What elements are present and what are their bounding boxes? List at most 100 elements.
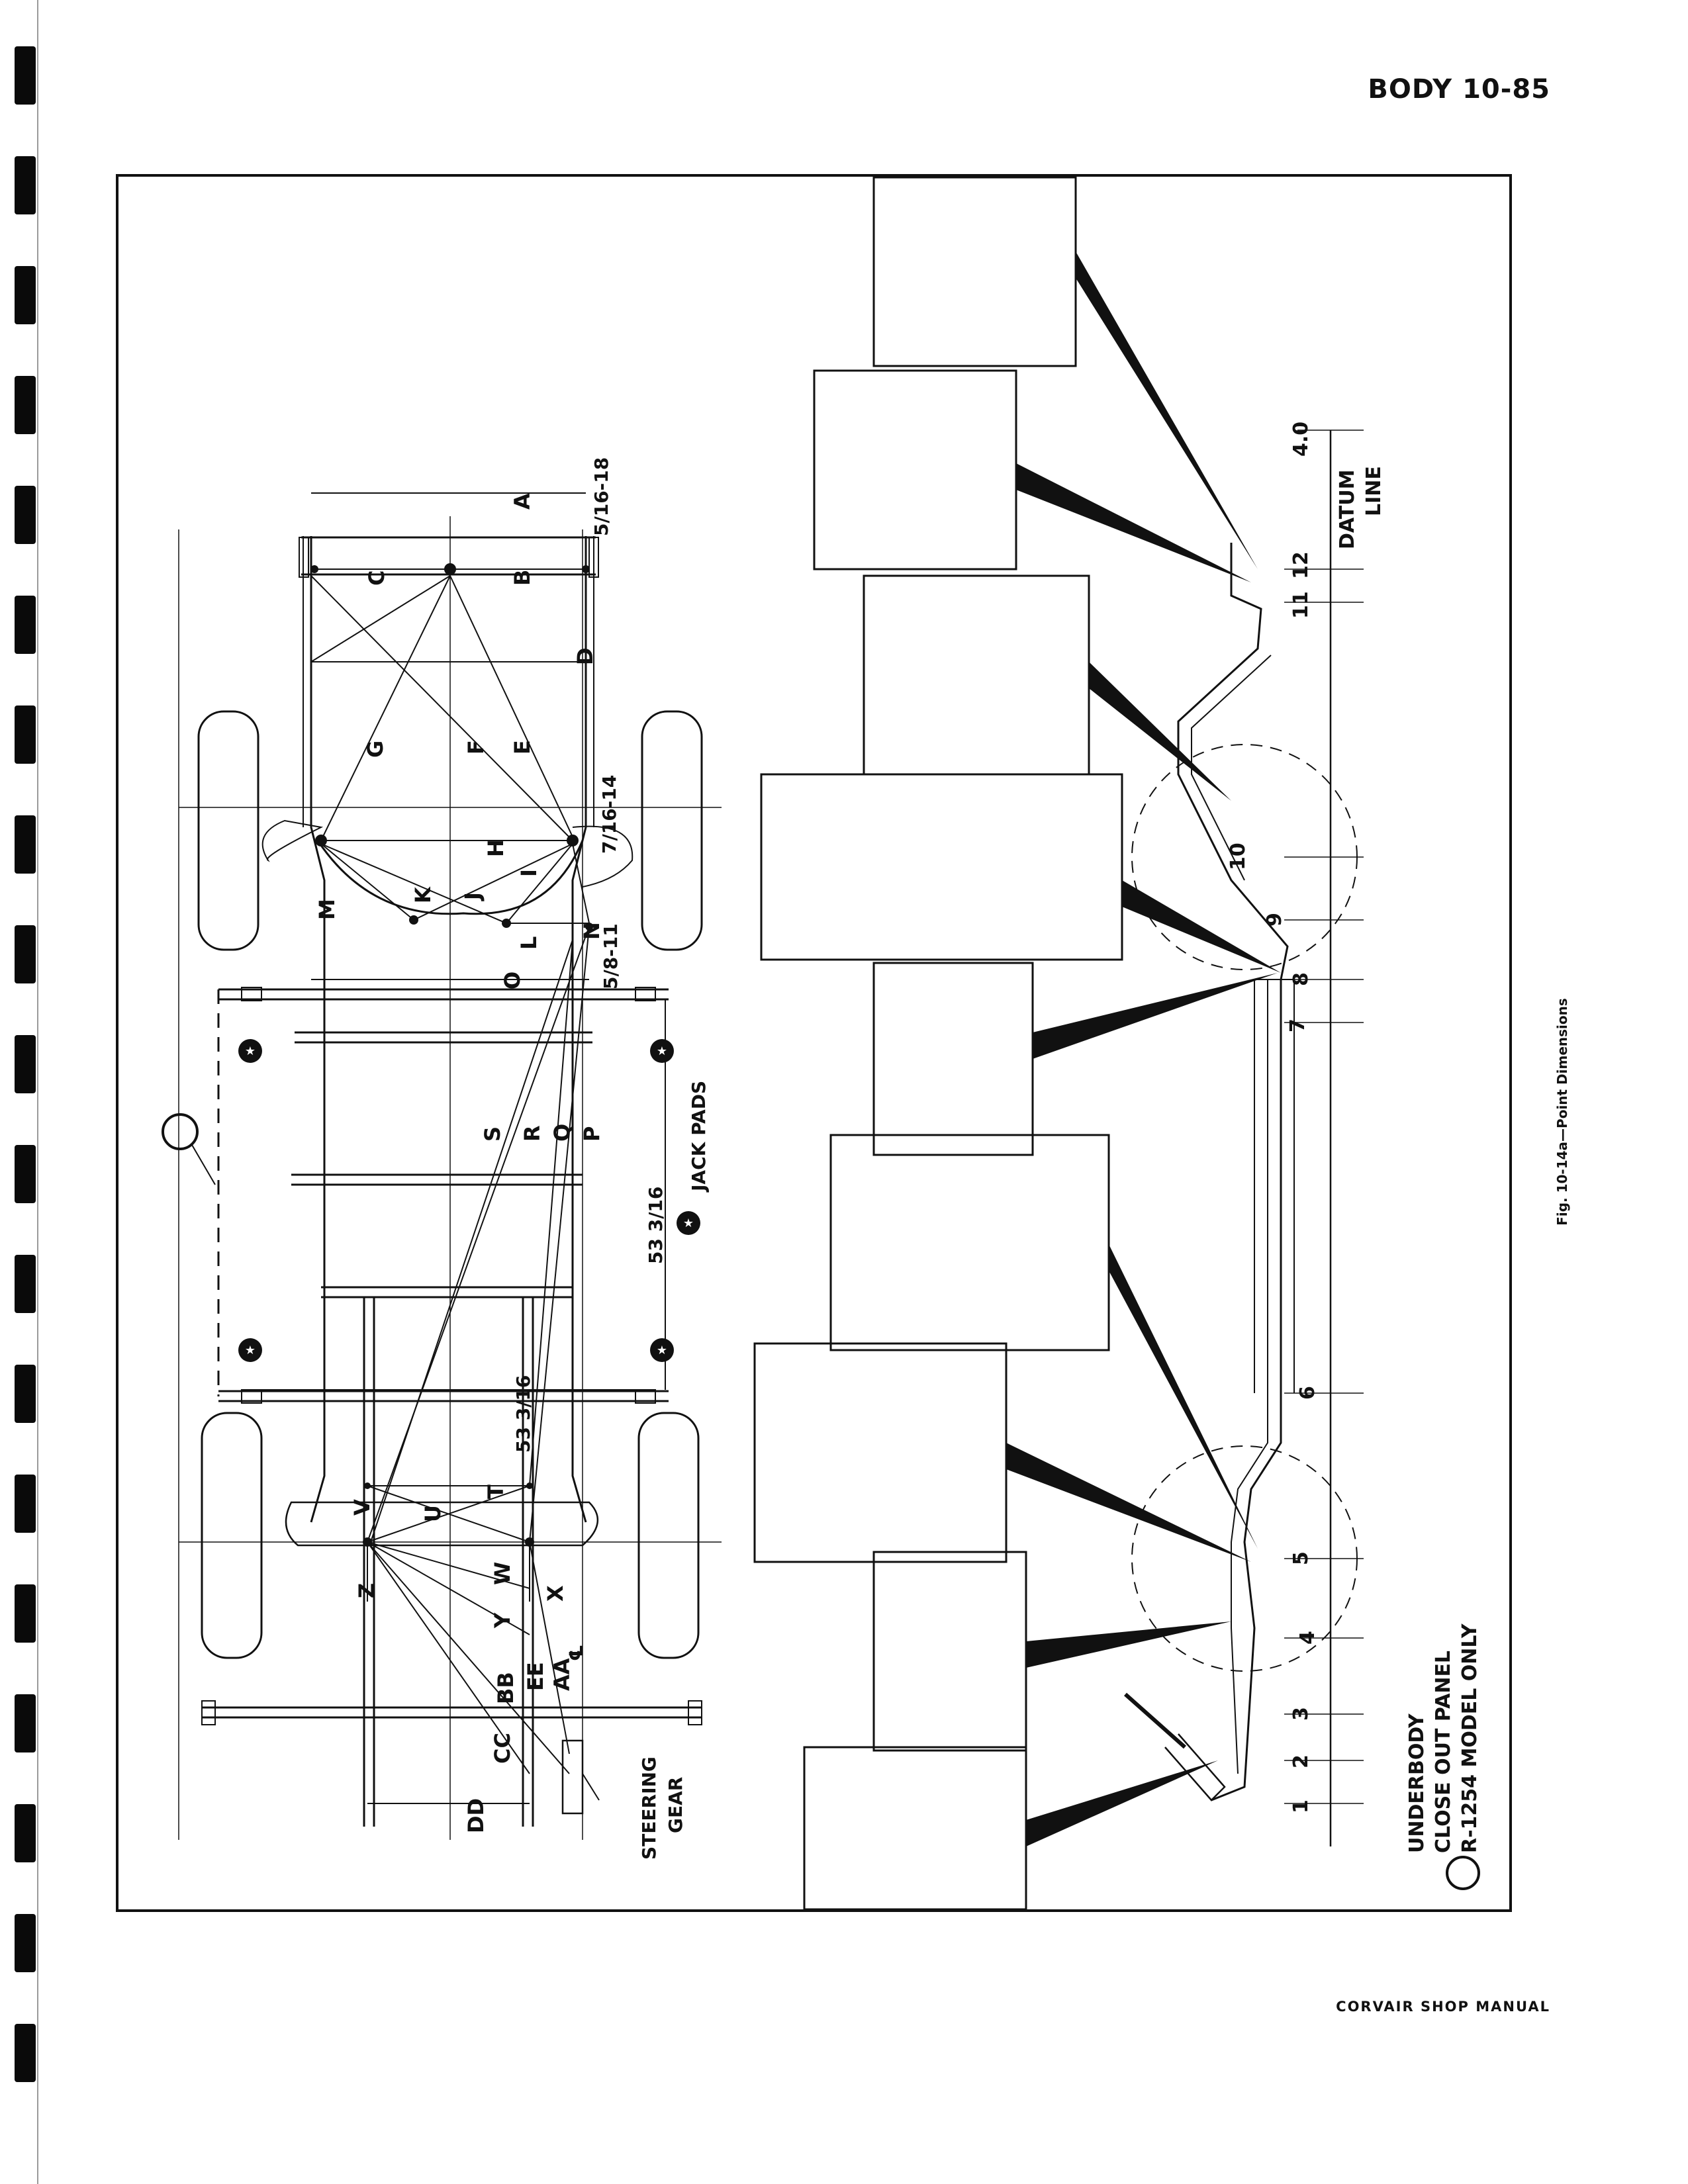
station-3: 3 bbox=[1289, 1707, 1313, 1721]
detail-inset-3 bbox=[863, 574, 1090, 776]
binder-hole bbox=[15, 815, 36, 874]
binder-hole bbox=[15, 266, 36, 324]
detail-inset-1 bbox=[872, 176, 1077, 367]
label-G: G bbox=[363, 741, 388, 758]
legend-line-2: CLOSE OUT PANEL bbox=[1432, 1651, 1455, 1853]
rear-mount-tab bbox=[688, 1700, 702, 1725]
station-7: 7 bbox=[1286, 1019, 1309, 1032]
plan-annotations: 5/16-18 7/16-14 5/8-11 53 3/16 53 3/16 ℄… bbox=[512, 457, 710, 1860]
diag-G bbox=[320, 575, 451, 841]
label-N: N bbox=[579, 922, 604, 940]
front-wheel-arc bbox=[1131, 1445, 1358, 1672]
diag-front-pan bbox=[310, 575, 451, 662]
bumper-bracket bbox=[299, 537, 309, 578]
label-V: V bbox=[350, 1499, 375, 1516]
label-E: E bbox=[510, 740, 535, 754]
detail-inset-6 bbox=[829, 1134, 1110, 1351]
label-R: R bbox=[520, 1125, 545, 1142]
station-10: 10 bbox=[1227, 842, 1250, 870]
label-K: K bbox=[410, 886, 436, 903]
binder-holes bbox=[0, 0, 60, 2184]
front-suspension-pan-outline bbox=[572, 825, 633, 887]
station-6: 6 bbox=[1296, 1386, 1319, 1400]
figure-frame bbox=[116, 174, 1512, 1912]
label-J: J bbox=[460, 892, 485, 901]
legend-line-3: R-1254 MODEL ONLY bbox=[1458, 1623, 1481, 1853]
diag-W bbox=[367, 1541, 530, 1589]
station-12: 12 bbox=[1289, 551, 1313, 579]
rear-wheel-arc bbox=[1131, 744, 1358, 970]
dim-outer-width: 53 3/16 bbox=[645, 1187, 667, 1264]
binder-hole bbox=[15, 705, 36, 764]
label-L: L bbox=[516, 936, 541, 950]
station-1: 1 bbox=[1289, 1799, 1313, 1813]
binder-hole bbox=[15, 1255, 36, 1313]
measurement-points bbox=[310, 563, 593, 1547]
diag-I bbox=[506, 843, 573, 924]
diag-M bbox=[320, 843, 507, 924]
right-frame-rail bbox=[571, 536, 587, 1523]
diag-N bbox=[572, 843, 590, 924]
detail-inset-2 bbox=[813, 369, 1017, 570]
jack-pads-label: JACK PADS bbox=[688, 1081, 710, 1193]
binder-hole bbox=[15, 1694, 36, 1752]
label-C: C bbox=[364, 570, 389, 586]
dim-inner-width: 53 3/16 bbox=[512, 1375, 534, 1453]
diag-R bbox=[529, 926, 590, 1543]
label-A: A bbox=[510, 493, 535, 510]
svg-text:★: ★ bbox=[657, 1044, 667, 1058]
label-W: W bbox=[490, 1562, 515, 1585]
plan-letter-labels: A B C D E F G H I J K L M N O P Q R S T … bbox=[314, 493, 604, 1833]
diag-E bbox=[449, 575, 577, 844]
bolt-size-lower: 5/8-11 bbox=[600, 923, 622, 989]
side-view bbox=[1124, 430, 1364, 1846]
underbody-profile-upper bbox=[1191, 655, 1272, 881]
tire-rear-left bbox=[201, 1412, 263, 1659]
detail-inset-7 bbox=[753, 1342, 1008, 1563]
underbody-profile bbox=[1177, 543, 1289, 1801]
svg-text:★: ★ bbox=[683, 1216, 694, 1230]
plan-view bbox=[178, 492, 722, 1840]
front-shock bbox=[1124, 1692, 1186, 1749]
diag-CC bbox=[367, 1541, 530, 1774]
binder-hole bbox=[15, 1145, 36, 1203]
label-T: T bbox=[483, 1484, 508, 1499]
label-S: S bbox=[480, 1126, 505, 1142]
binder-hole bbox=[15, 1584, 36, 1643]
svg-text:★: ★ bbox=[245, 1343, 256, 1357]
diag-F bbox=[310, 575, 573, 841]
leader-fans bbox=[1006, 251, 1281, 1846]
station-8: 8 bbox=[1289, 972, 1313, 986]
detail-inset-4 bbox=[760, 773, 1123, 961]
label-CC: CC bbox=[490, 1733, 515, 1764]
label-M: M bbox=[314, 899, 340, 920]
label-EE: EE bbox=[523, 1662, 548, 1691]
binder-hole bbox=[15, 2024, 36, 2082]
binder-hole bbox=[15, 376, 36, 434]
binder-hole bbox=[15, 1365, 36, 1423]
centerline-symbol: ℄ bbox=[565, 1645, 587, 1661]
station-5: 5 bbox=[1289, 1551, 1313, 1565]
label-X: X bbox=[543, 1585, 568, 1602]
bumper-bracket bbox=[588, 537, 599, 578]
diag-S bbox=[367, 926, 590, 1543]
diag-P bbox=[529, 939, 573, 1486]
bolt-size-mid: 7/16-14 bbox=[598, 775, 620, 854]
page-header: BODY 10-85 bbox=[1368, 74, 1550, 105]
binder-hole bbox=[15, 925, 36, 983]
tire-front-left bbox=[197, 710, 259, 951]
jack-pad bbox=[635, 987, 656, 1001]
left-frame-rail bbox=[310, 536, 326, 1523]
bolt-size-front: 5/16-18 bbox=[590, 457, 612, 536]
diag-Q bbox=[370, 939, 573, 1543]
jack-pad-symbols: ★ ★ ★ ★ ★ bbox=[238, 1039, 700, 1362]
diag-BB bbox=[367, 1541, 570, 1774]
label-O: O bbox=[500, 972, 525, 989]
diag-V bbox=[367, 1485, 530, 1543]
label-F: F bbox=[463, 740, 489, 754]
datum-value: 4.0 bbox=[1289, 422, 1313, 457]
label-BB: BB bbox=[493, 1672, 518, 1704]
label-B: B bbox=[510, 570, 535, 586]
front-bracket bbox=[1164, 1733, 1226, 1801]
station-4: 4 bbox=[1296, 1631, 1319, 1645]
